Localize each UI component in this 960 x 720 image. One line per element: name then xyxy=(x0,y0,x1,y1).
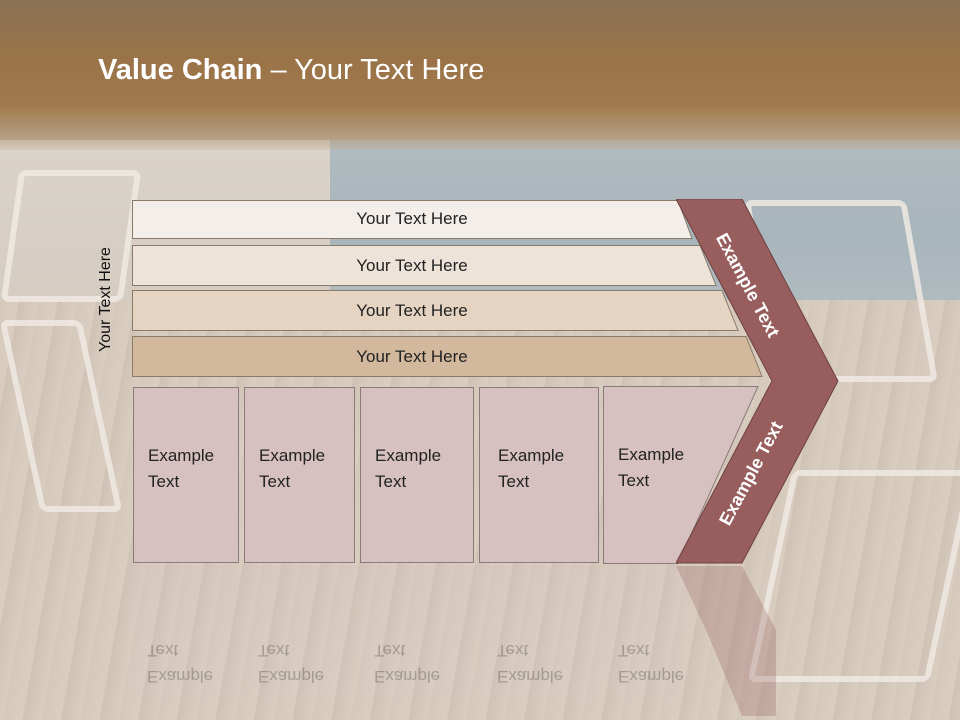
side-label: Your Text Here xyxy=(97,247,114,352)
title-rest: – Your Text Here xyxy=(262,54,485,86)
bar-shape xyxy=(132,245,717,286)
bar-shape xyxy=(132,290,739,331)
bar-shape xyxy=(132,336,763,377)
bar-label: Your Text Here xyxy=(356,256,468,275)
title-bold: Value Chain xyxy=(98,54,263,86)
chevron-reflection xyxy=(676,566,776,716)
bar-label: Your Text Here xyxy=(356,347,468,366)
bar-label: Your Text Here xyxy=(356,209,468,228)
bar-label: Your Text Here xyxy=(356,301,468,320)
slide-title: Value Chain – Your Text Here xyxy=(98,54,484,87)
chevron-shape xyxy=(676,199,839,564)
bar-shape xyxy=(132,200,693,239)
header-band xyxy=(0,0,960,150)
